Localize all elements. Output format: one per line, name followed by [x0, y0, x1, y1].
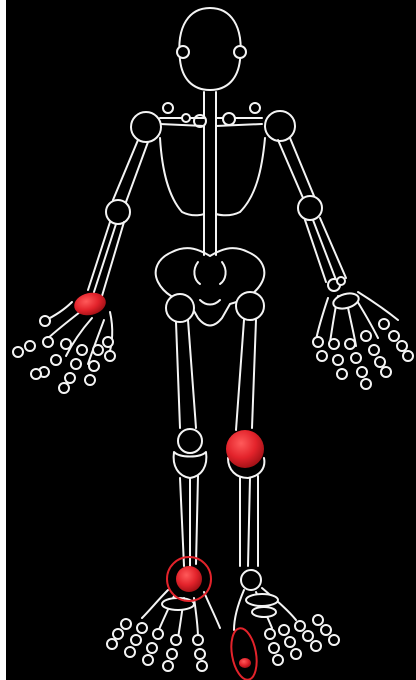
pelvis [156, 248, 265, 325]
rib-cage [160, 138, 265, 215]
spine [194, 92, 216, 255]
upper-arms [106, 138, 322, 224]
shoulder-left [265, 111, 295, 141]
ankle-left [241, 570, 261, 590]
elbow-right [106, 200, 130, 224]
highlight-right-ankle [176, 566, 202, 592]
patella-right [178, 429, 202, 453]
highlight-left-big-toe [239, 658, 251, 668]
hand-left [313, 291, 413, 389]
sternum-right-joint [182, 114, 190, 122]
clavicle-left-joint [250, 103, 260, 113]
shoulder-right [131, 112, 161, 142]
ear-right [177, 46, 189, 58]
sternum-left-joint [223, 113, 235, 125]
femurs [176, 320, 256, 430]
ear-left [234, 46, 246, 58]
ring-left-big-toe [228, 626, 261, 680]
highlight-left-knee [226, 430, 264, 468]
elbow-left [298, 196, 322, 220]
foot-right [107, 590, 220, 671]
clavicle-right-joint [163, 103, 173, 113]
shoulder-girdle [131, 103, 295, 142]
wrist-left-carpal-2 [337, 277, 345, 285]
skull [177, 8, 246, 90]
knee-right-joint [174, 452, 207, 478]
foot-left [234, 588, 339, 665]
hip-left [236, 292, 264, 320]
hand-right [13, 302, 115, 393]
hip-right [166, 294, 194, 322]
